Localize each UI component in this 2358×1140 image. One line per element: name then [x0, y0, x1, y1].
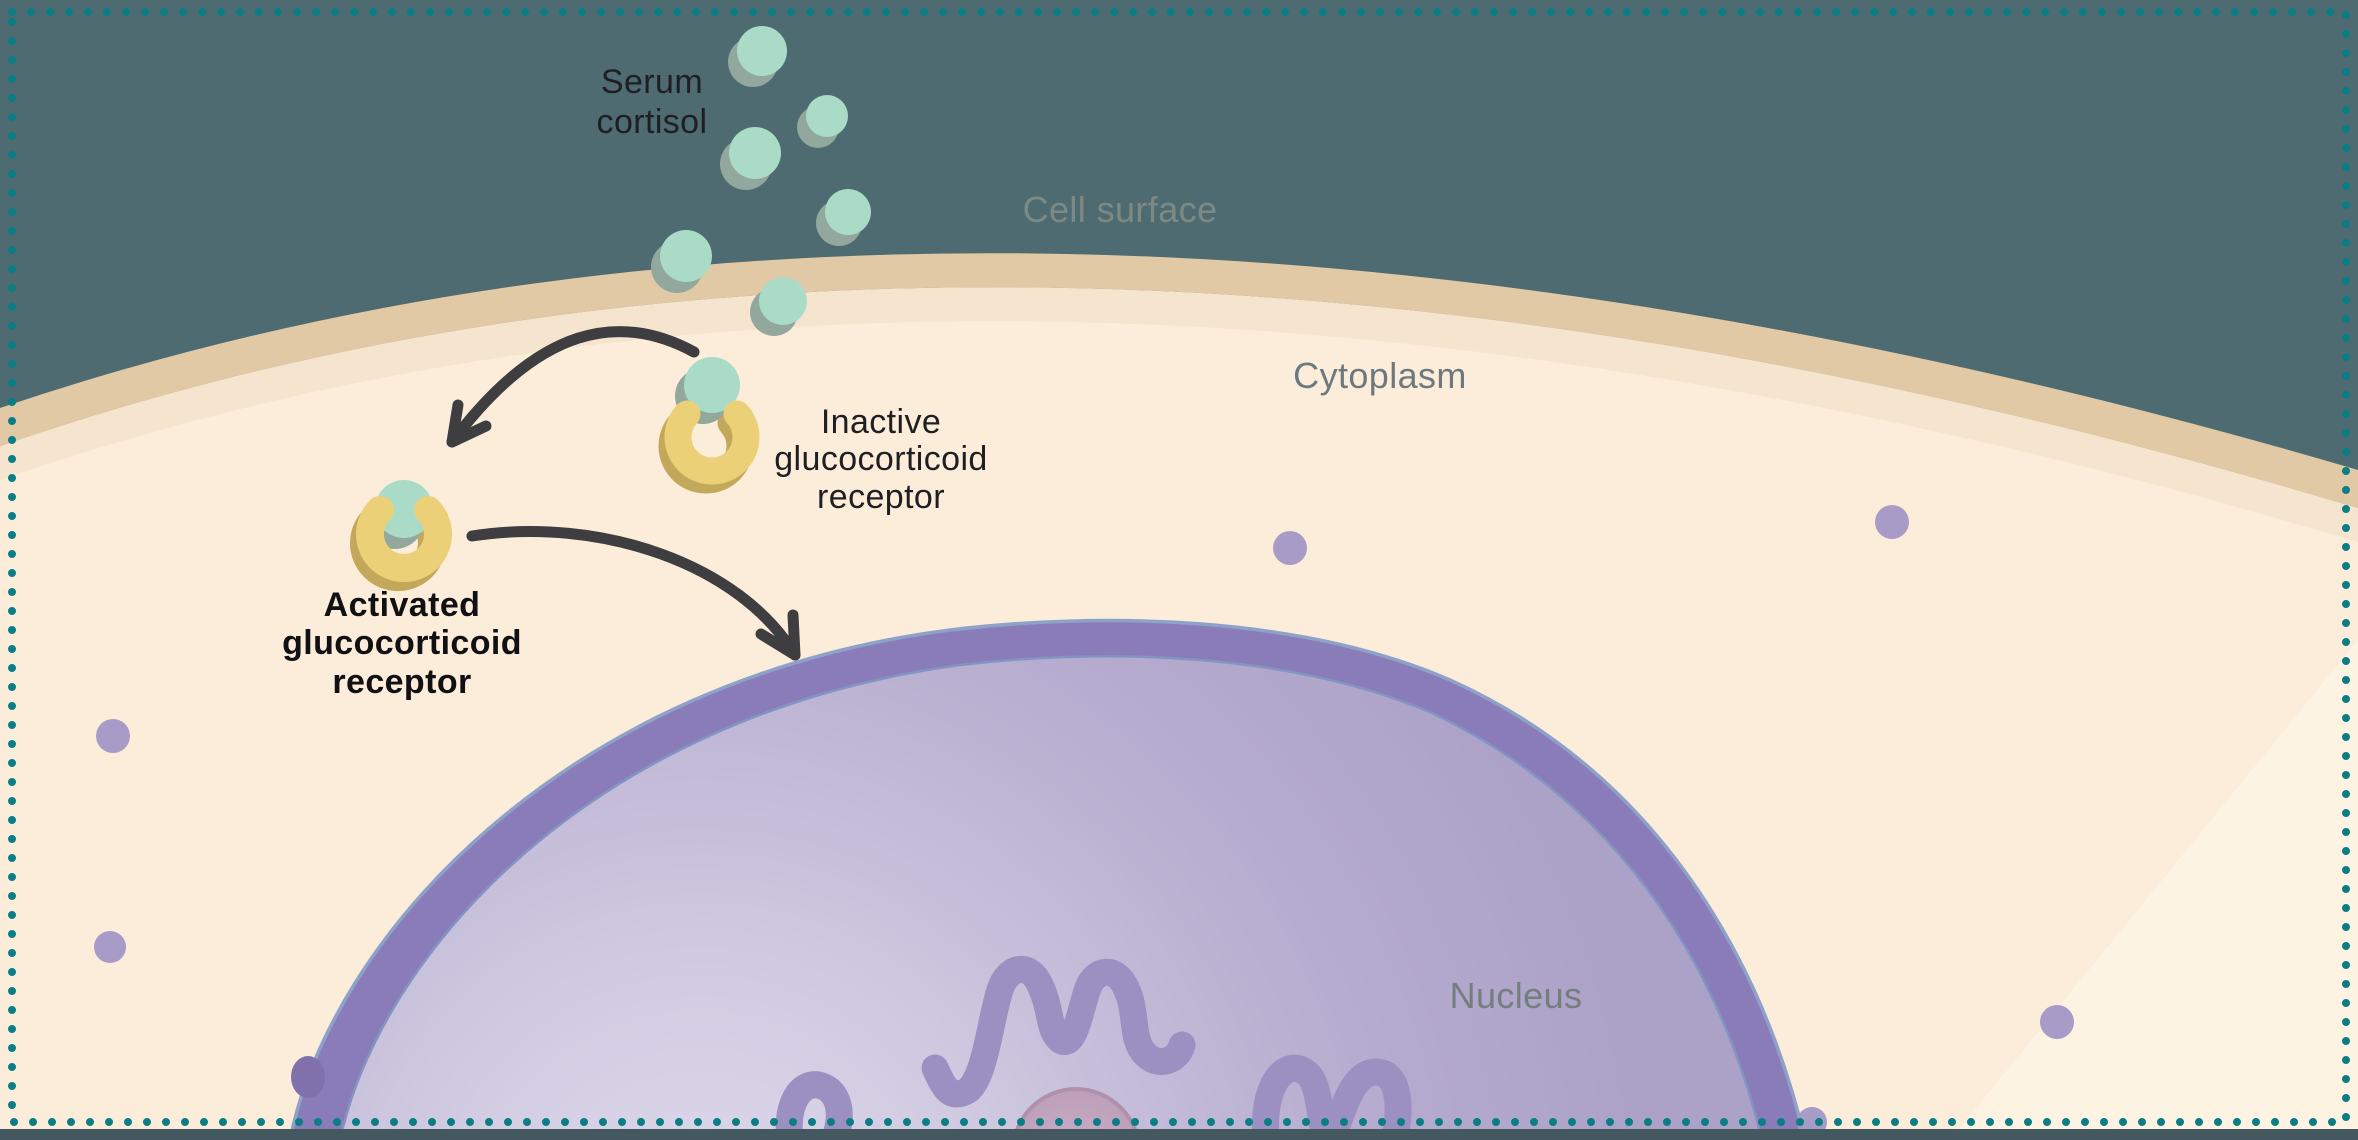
cortisol-molecule [825, 189, 871, 235]
cytoplasm-organelle-dots [94, 505, 2074, 1137]
receptor-crescent [664, 400, 760, 485]
flow-arrows [446, 326, 801, 661]
organelle-dot [1875, 505, 1909, 539]
cortisol-molecule [684, 357, 740, 413]
bottom-edge-strip [0, 1129, 2358, 1140]
serum-cortisol-molecules [651, 26, 871, 336]
arrowhead-translocation [755, 609, 801, 661]
cytoplasm-label: Cytoplasm [1293, 355, 1467, 396]
chromatin-strand [775, 1071, 853, 1140]
cell-surface-label: Cell surface [1022, 189, 1218, 230]
cortisol-molecule [375, 480, 433, 538]
serum-cortisol-label: Serum cortisol [596, 63, 708, 142]
organelle-dot [94, 931, 126, 963]
cortisol-molecule [806, 95, 848, 137]
cortisol-molecule [737, 26, 787, 76]
nucleoplasm [338, 655, 1764, 1140]
chromatin-strand [921, 956, 1196, 1108]
nucleus-label: Nucleus [1449, 975, 1583, 1016]
organelle-dot [1273, 531, 1307, 565]
activated-glucocorticoid-receptor [350, 480, 452, 591]
inactive-receptor-label: Inactive glucocorticoid receptor [774, 403, 988, 516]
arrowhead-binding [446, 399, 492, 448]
arrow-nuclear-translocation [466, 526, 801, 661]
organelle-dot [2040, 1005, 2074, 1039]
nucleolus [1012, 1087, 1140, 1140]
cortisol-molecule [759, 277, 807, 325]
arrow-cortisol-binding [446, 326, 700, 448]
dotted-border [8, 8, 2350, 1126]
nucleus [288, 618, 1807, 1140]
organelle-dot [96, 719, 130, 753]
chromatin-strand [1252, 1054, 1412, 1140]
cortisol-molecule [729, 127, 781, 179]
inactive-glucocorticoid-receptor [658, 357, 760, 494]
cortisol-molecule [660, 230, 712, 282]
nuclear-pore [291, 1056, 325, 1098]
activated-receptor-label: Activated glucocorticoid receptor [282, 586, 522, 701]
receptor-crescent [356, 496, 452, 582]
cell-membrane [0, 253, 2358, 508]
membrane-inner-shade [0, 287, 2358, 542]
